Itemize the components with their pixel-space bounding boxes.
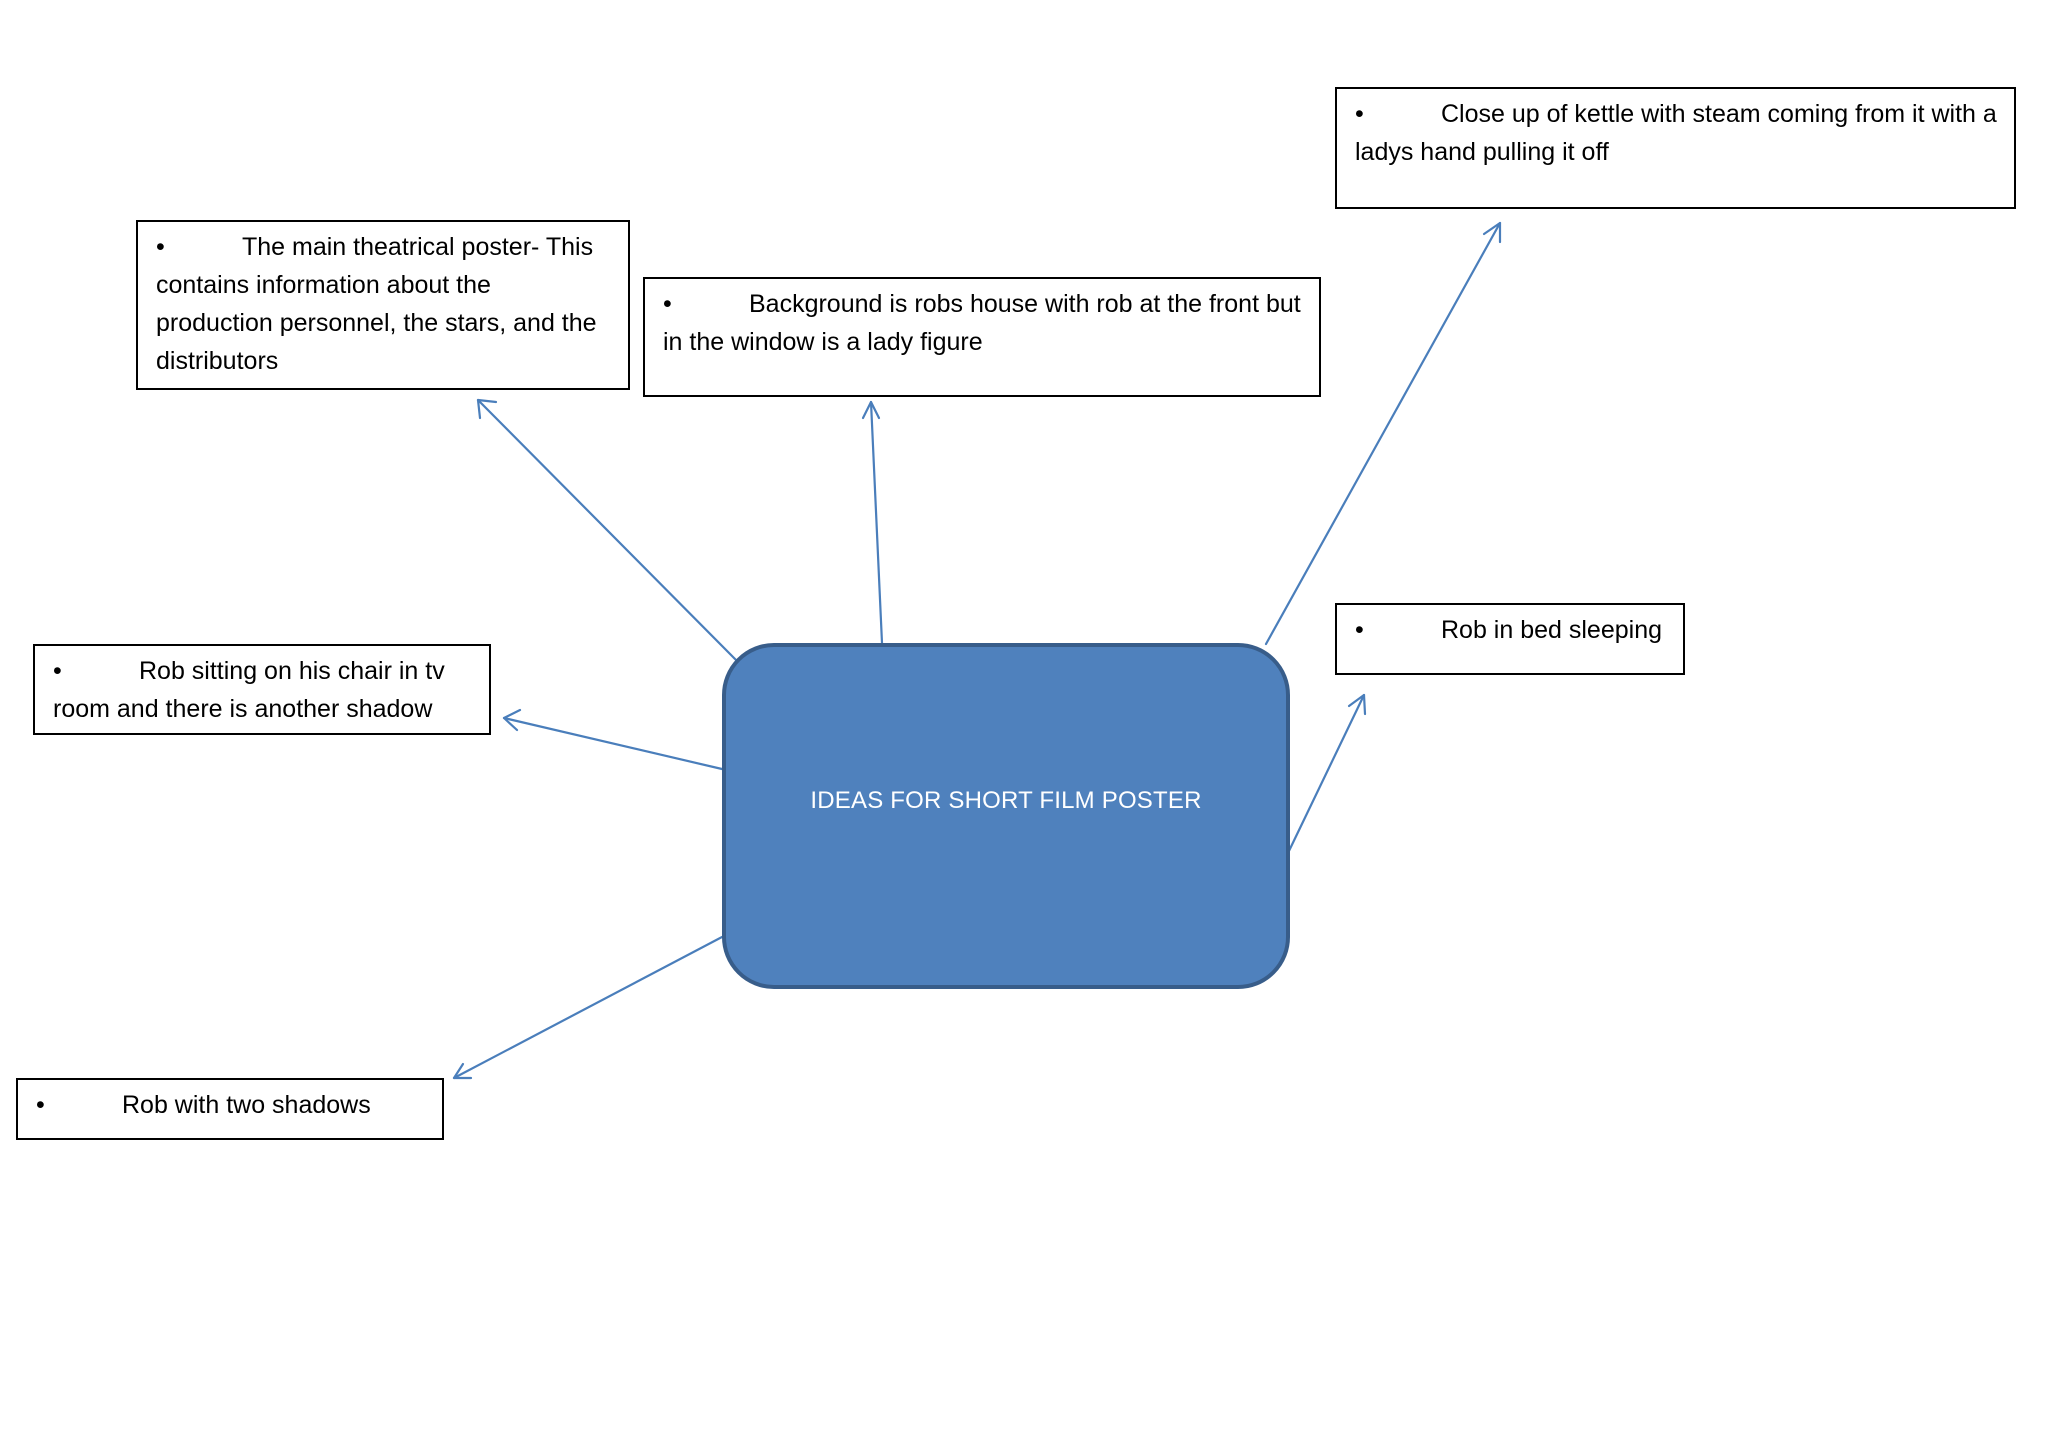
arrow-to-rob-bed xyxy=(1286,693,1367,855)
bullet: • xyxy=(156,233,165,261)
arrow-to-rob-shadows xyxy=(452,935,724,1080)
bullet: • xyxy=(53,657,62,685)
idea-text-theatrical-poster: The main theatrical poster- This contain… xyxy=(156,233,597,375)
idea-box-rob-bed: • Rob in bed sleeping xyxy=(1335,603,1685,675)
idea-box-rob-chair: •Rob sitting on his chair in tv room and… xyxy=(33,644,491,735)
idea-text-rob-chair: Rob sitting on his chair in tv room and … xyxy=(53,657,445,723)
arrow-to-background-house xyxy=(861,400,884,645)
central-topic-box: IDEAS FOR SHORT FILM POSTER xyxy=(722,643,1290,989)
idea-text-rob-shadows: Rob with two shadows xyxy=(122,1091,371,1119)
bullet: • xyxy=(36,1091,45,1119)
idea-box-rob-shadows: • Rob with two shadows xyxy=(16,1078,444,1140)
central-topic-label: IDEAS FOR SHORT FILM POSTER xyxy=(810,787,1202,814)
idea-text-kettle-closeup: Close up of kettle with steam coming fro… xyxy=(1355,100,1997,166)
arrow-to-kettle-closeup xyxy=(1264,221,1502,646)
arrow-to-rob-chair xyxy=(502,708,724,771)
idea-box-theatrical-poster: •The main theatrical poster- This contai… xyxy=(136,220,630,390)
arrow-to-theatrical-poster xyxy=(476,398,740,664)
idea-text-background-house: Background is robs house with rob at the… xyxy=(663,290,1301,356)
bullet: • xyxy=(1355,100,1364,128)
bullet: • xyxy=(663,290,672,318)
idea-text-rob-bed: Rob in bed sleeping xyxy=(1441,616,1662,644)
idea-box-kettle-closeup: •Close up of kettle with steam coming fr… xyxy=(1335,87,2016,209)
idea-box-background-house: •Background is robs house with rob at th… xyxy=(643,277,1321,397)
bullet: • xyxy=(1355,616,1364,644)
